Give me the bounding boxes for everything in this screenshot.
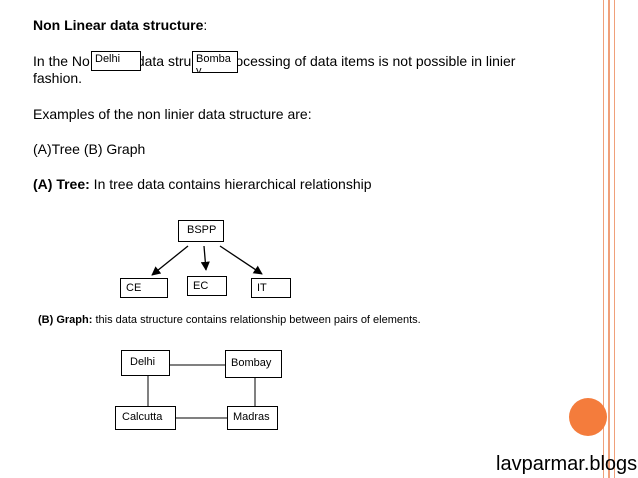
graph-description: this data structure contains relationshi… bbox=[92, 314, 421, 326]
heading-suffix: : bbox=[203, 17, 208, 33]
tree-label: (A) Tree: bbox=[33, 176, 90, 192]
tree-edge-it bbox=[219, 245, 263, 275]
tree-node-ec: EC bbox=[187, 276, 227, 296]
paragraph-1-part-a: In the No bbox=[33, 53, 90, 69]
decorative-rule bbox=[603, 0, 604, 478]
heading-title: Non Linear data structure bbox=[33, 17, 204, 33]
graph-node-calcutta: Calcutta bbox=[115, 406, 176, 430]
overlay-delhi-box: Delhi bbox=[91, 51, 141, 71]
paragraph-1-part-c: ocessing of data items is not possible i… bbox=[235, 53, 516, 69]
tree-edge-ce bbox=[151, 245, 189, 276]
graph-node-madras: Madras bbox=[227, 406, 278, 430]
tree-description: In tree data contains hierarchical relat… bbox=[89, 176, 372, 192]
paragraph-5: (B) Graph: this data structure contains … bbox=[38, 313, 421, 327]
paragraph-3: (A)Tree (B) Graph bbox=[33, 141, 146, 157]
paragraph-1-part-b: data stru bbox=[136, 53, 192, 69]
graph-node-delhi: Delhi bbox=[121, 350, 170, 376]
paragraph-2: Examples of the non linier data structur… bbox=[33, 106, 312, 122]
decorative-rule bbox=[614, 0, 615, 478]
decorative-rule bbox=[608, 0, 610, 478]
tree-node-it: IT bbox=[251, 278, 291, 298]
overlay-bombay-box: Bomba y bbox=[192, 51, 238, 73]
footer-watermark: lavparmar.blogspo bbox=[496, 453, 638, 475]
tree-node-bspp: BSPP bbox=[178, 220, 224, 242]
graph-node-bombay: Bombay bbox=[225, 350, 282, 378]
paragraph-1: In the No data stru ocessing of data items… bbox=[33, 53, 515, 70]
tree-node-ce: CE bbox=[120, 278, 168, 298]
graph-label: (B) Graph: bbox=[38, 314, 93, 326]
paragraph-4: (A) Tree: In tree data contains hierarch… bbox=[33, 176, 372, 193]
paragraph-1-line-2: fashion. bbox=[33, 70, 83, 86]
heading: Non Linear data structure: bbox=[33, 17, 207, 34]
tree-edge-ec bbox=[200, 245, 210, 271]
accent-circle bbox=[569, 398, 607, 436]
